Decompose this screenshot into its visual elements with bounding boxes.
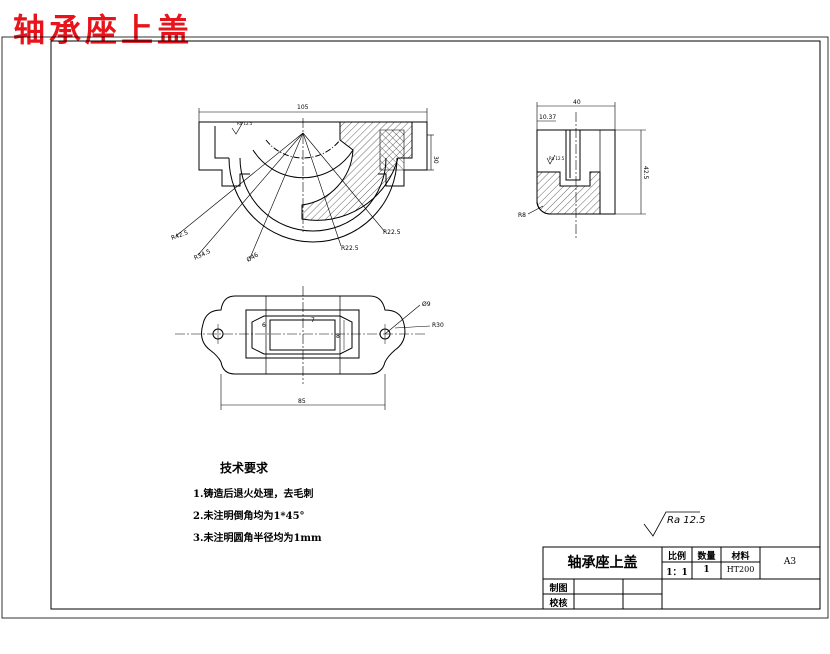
dim-ra-left: Ra 12.5 [237,121,253,126]
dim-r30: R30 [432,322,444,329]
dim-side-r8: R8 [518,212,526,219]
roughness-label: Ra 12.5 [667,515,706,526]
dim-plan-width: 85 [298,398,306,405]
front-view [175,108,434,259]
dim-r22-5-a: R22.5 [341,245,359,252]
side-hatch [536,171,601,215]
inner-frame [50,40,821,610]
dim-r34-5: R34.5 [193,248,212,262]
note-item: 3.未注明圆角半径均为1mm [193,533,322,544]
drawn-label: 制图 [549,584,568,594]
notes-title: 技术要求 [220,461,269,475]
material-value: HT200 [726,565,755,574]
dim-ra-side: Ra 12.5 [549,156,565,161]
dim-top-height: 30 [432,156,439,164]
technical-requirements: 技术要求 1.铸造后退火处理，去毛刺 2.未注明倒角均为1*45° 3.未注明圆… [193,459,322,551]
material-label: 材料 [731,552,750,562]
scale-value: 1：1 [666,568,688,578]
dim-plan-7: 7 [311,317,315,324]
outer-border [1,36,829,619]
note-item: 1.铸造后退火处理，去毛刺 [193,489,314,500]
dim-r42-5: R42.5 [170,229,189,242]
roughness-symbol [643,511,700,537]
dim-side-width: 40 [573,99,581,106]
qty-label: 数量 [697,552,716,562]
dim-plan-6: 6 [262,322,266,329]
sheet-size: A3 [783,557,797,567]
dim-r22-5-b: R22.5 [383,229,401,236]
dim-top-width: 105 [297,104,309,111]
dim-phi-46: Ø46 [246,251,260,263]
scale-label: 比例 [667,552,686,562]
plan-view [175,286,431,410]
checked-label: 校核 [549,599,568,609]
title-block [542,546,821,610]
note-item: 2.未注明倒角均为1*45° [193,511,305,522]
dim-phi-9: Ø9 [422,301,431,308]
dim-plan-8: 8 [336,333,340,340]
dim-side-small: 10.37 [539,114,556,121]
part-name: 轴承座上盖 [567,555,638,571]
side-view [527,102,646,238]
dim-side-height: 42.5 [642,166,649,180]
qty-value: 1 [703,565,710,575]
